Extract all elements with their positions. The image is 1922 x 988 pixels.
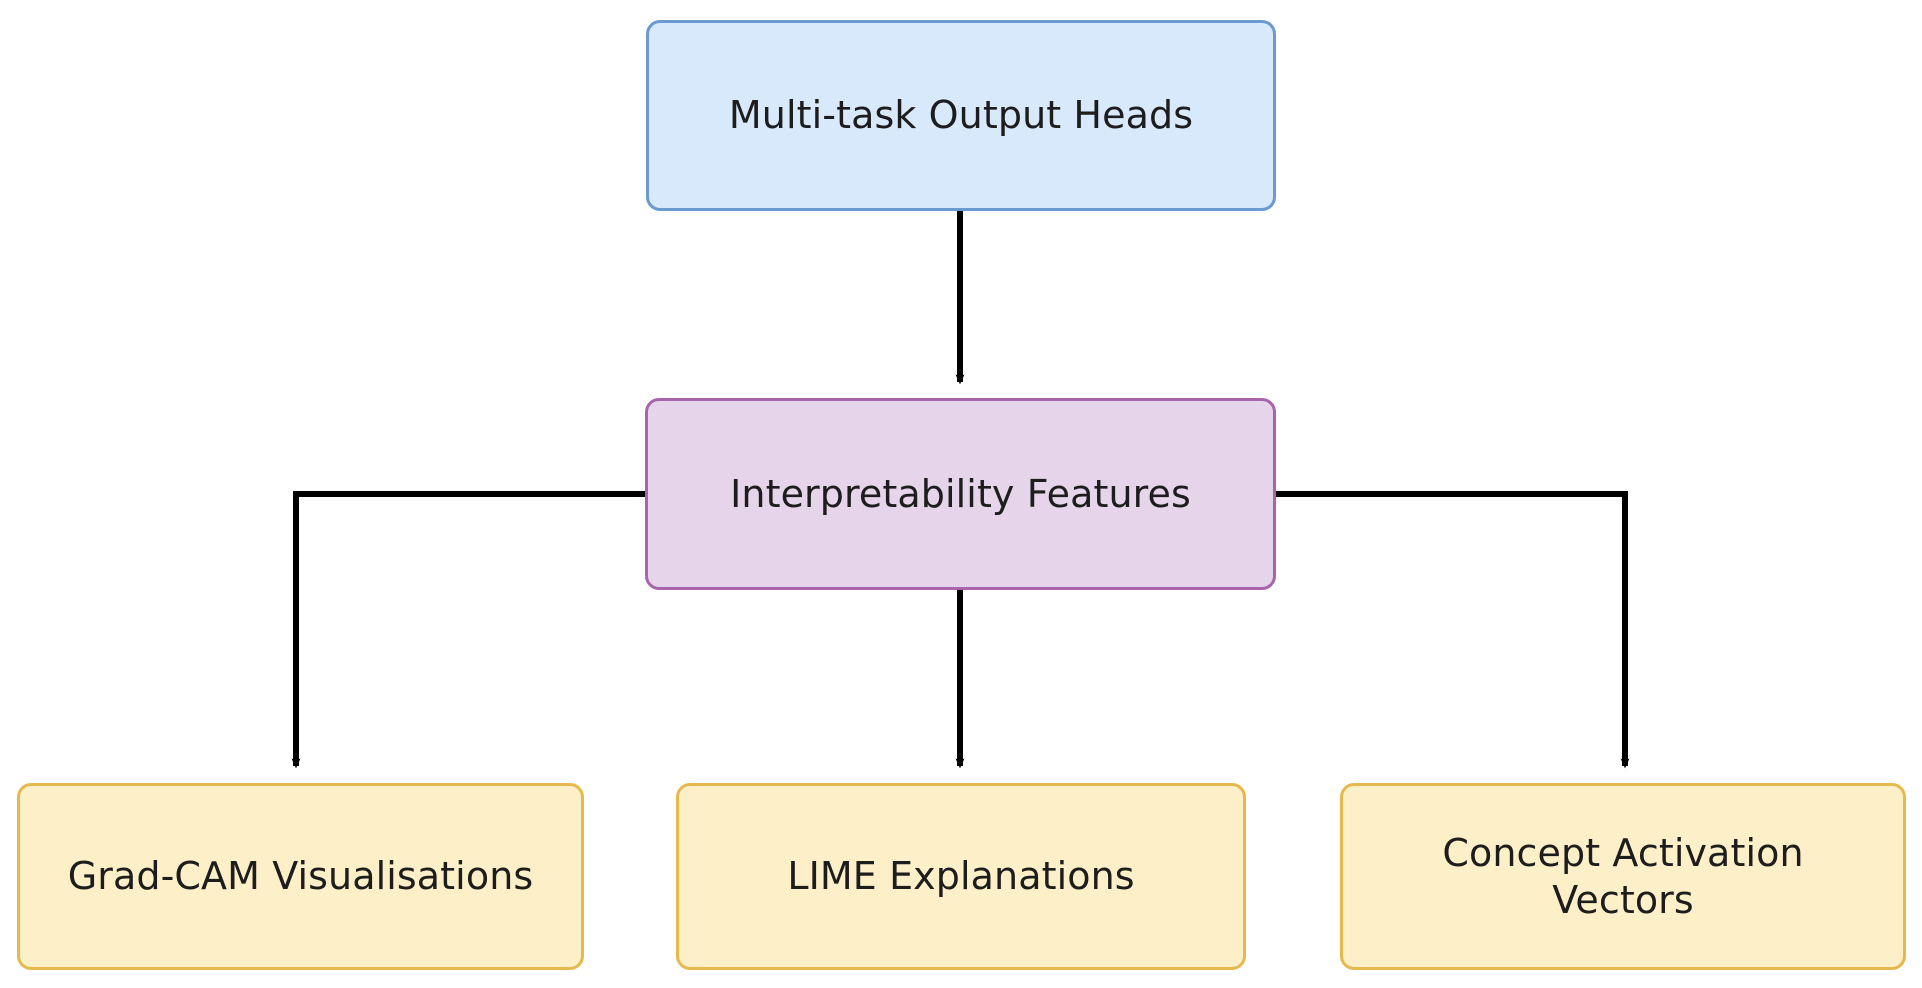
node-label: Concept Activation Vectors [1442, 831, 1804, 922]
node-concept-activation-vectors[interactable]: Concept Activation Vectors [1340, 783, 1906, 970]
node-grad-cam-visualisations[interactable]: Grad-CAM Visualisations [17, 783, 584, 970]
node-label: LIME Explanations [787, 854, 1135, 899]
edge-interpretability-to-gradcam [291, 491, 645, 769]
node-label: Grad-CAM Visualisations [67, 854, 534, 899]
node-interpretability-features[interactable]: Interpretability Features [645, 398, 1276, 590]
node-lime-explanations[interactable]: LIME Explanations [676, 783, 1246, 970]
edge-interpretability-to-cav [1276, 491, 1630, 769]
node-label: Multi-task Output Heads [728, 93, 1194, 138]
node-label: Interpretability Features [730, 471, 1191, 516]
node-multi-task-output-heads[interactable]: Multi-task Output Heads [646, 20, 1276, 211]
